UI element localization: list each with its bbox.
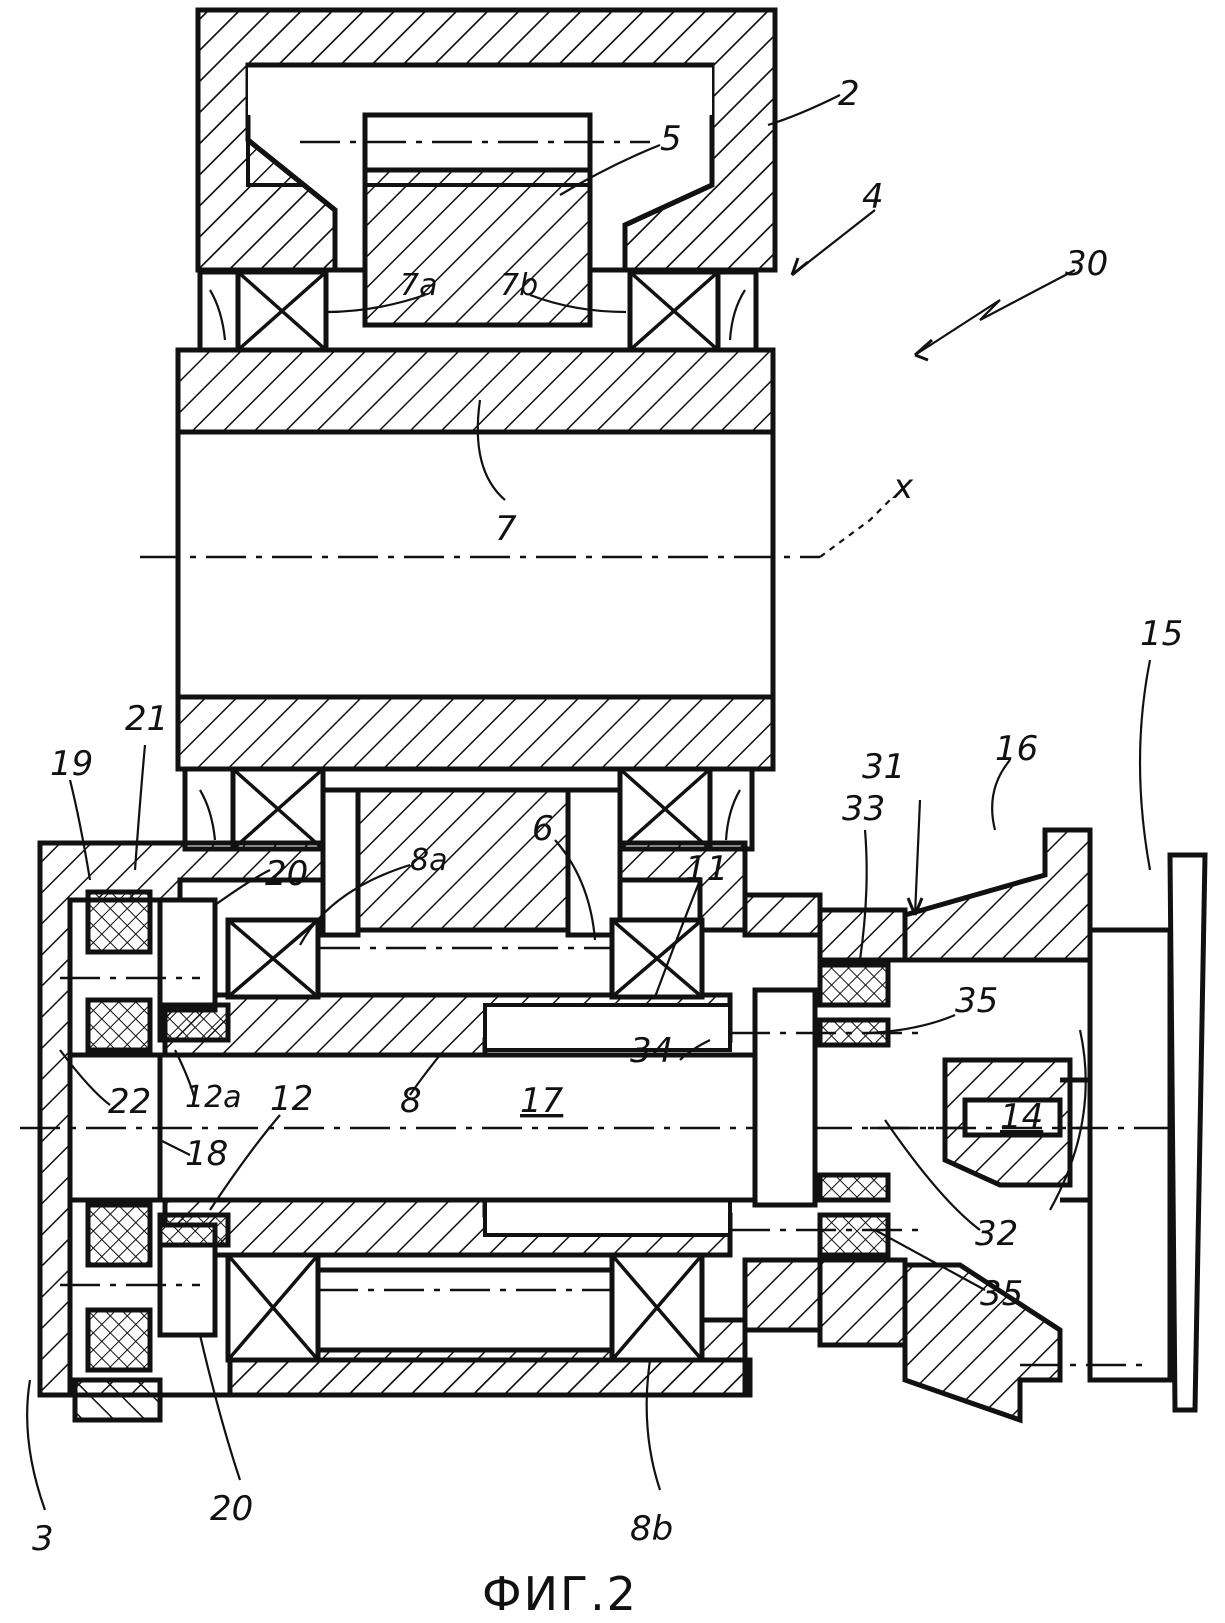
label-2: 2 <box>838 74 860 114</box>
label-7b: 7b <box>500 268 538 303</box>
label-15: 15 <box>1140 614 1183 654</box>
label-31: 31 <box>862 747 905 787</box>
label-16: 16 <box>995 729 1038 769</box>
label-7a: 7a <box>400 268 437 303</box>
label-8b: 8b <box>630 1509 673 1549</box>
label-17: 17 <box>520 1081 564 1121</box>
label-5: 5 <box>660 119 682 159</box>
label-21: 21 <box>125 699 168 739</box>
label-30: 30 <box>1065 244 1108 284</box>
label-7: 7 <box>495 509 517 549</box>
label-12: 12 <box>270 1079 313 1119</box>
hollow-shaft-7 <box>140 350 890 769</box>
label-8: 8 <box>400 1081 422 1121</box>
label-6: 6 <box>532 809 554 849</box>
label-12a: 12a <box>185 1080 242 1115</box>
figure-caption: ФИГ.2 <box>482 1567 638 1621</box>
label-34: 34 <box>630 1031 673 1071</box>
label-35-bottom: 35 <box>980 1274 1023 1314</box>
label-20-top: 20 <box>265 854 308 894</box>
label-18: 18 <box>185 1134 228 1174</box>
label-8a: 8a <box>410 843 447 878</box>
label-33: 33 <box>842 789 885 829</box>
label-4: 4 <box>862 177 884 217</box>
label-20-bottom: 20 <box>210 1489 253 1529</box>
label-11: 11 <box>685 849 728 889</box>
label-22: 22 <box>108 1082 151 1122</box>
label-19: 19 <box>50 744 93 784</box>
label-3: 3 <box>32 1519 54 1559</box>
label-14: 14 <box>1000 1097 1043 1137</box>
right-unit-31 <box>730 830 1205 1420</box>
label-35-top: 35 <box>955 981 998 1021</box>
label-32: 32 <box>975 1214 1018 1254</box>
label-x: x <box>892 467 914 507</box>
